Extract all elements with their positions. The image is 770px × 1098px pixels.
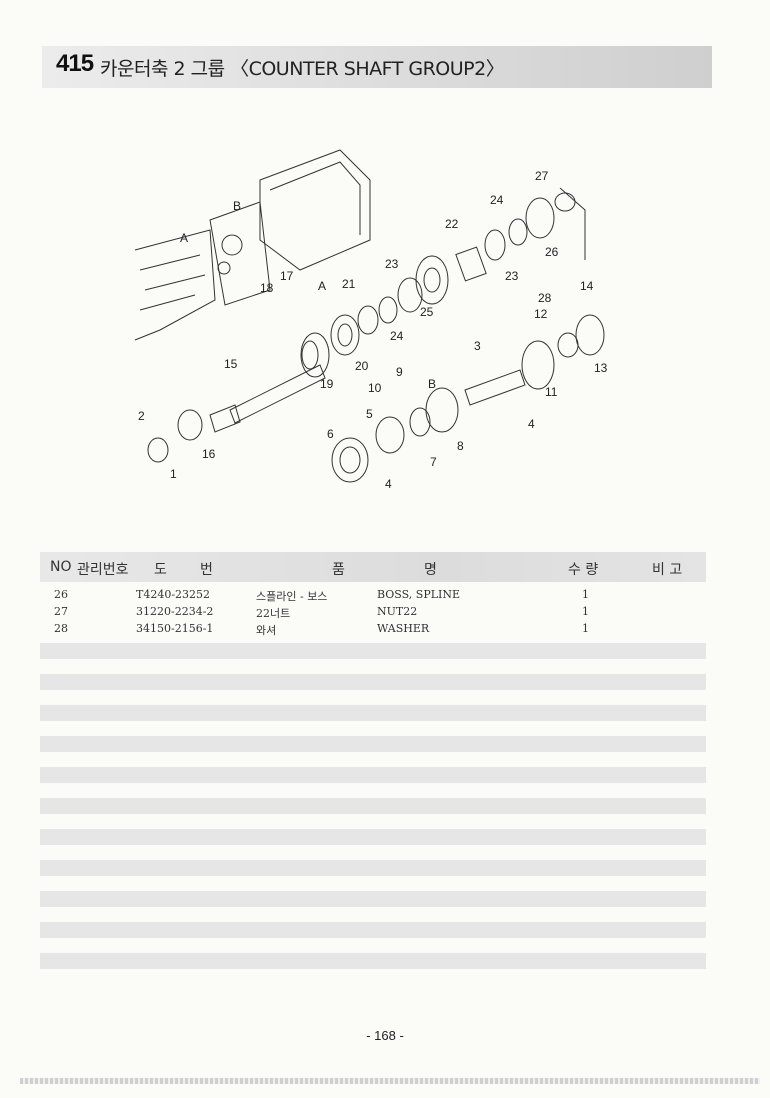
cell-no: 27 <box>54 605 68 618</box>
col-remarks: 비 고 <box>652 562 683 578</box>
cell-qty: 1 <box>582 588 589 601</box>
svg-text:9: 9 <box>396 365 403 379</box>
svg-text:17: 17 <box>280 269 294 283</box>
empty-row <box>40 767 706 783</box>
svg-text:8: 8 <box>457 439 464 453</box>
empty-row <box>40 643 706 659</box>
col-drawing-1: 도 <box>154 562 167 578</box>
cell-qty: 1 <box>582 622 589 635</box>
svg-text:16: 16 <box>202 447 216 461</box>
cell-name-en: BOSS, SPLINE <box>377 588 461 601</box>
svg-text:A: A <box>180 231 188 245</box>
cell-name-kr: 22너트 <box>256 607 291 620</box>
upper-parts <box>330 187 586 356</box>
cell-no: 28 <box>54 622 68 635</box>
cell-name-kr: 와셔 <box>256 624 277 637</box>
svg-text:11: 11 <box>545 385 558 399</box>
cell-name-kr: 스플라인 - 보스 <box>256 590 328 603</box>
empty-row <box>40 860 706 876</box>
cell-name-en: NUT22 <box>377 605 418 618</box>
page-title: 카운터축 2 그룹 〈COUNTER SHAFT GROUP2〉 <box>100 58 505 80</box>
svg-text:15: 15 <box>224 357 238 371</box>
scan-edge <box>20 1078 760 1084</box>
svg-text:2: 2 <box>138 409 145 423</box>
cell-drawing: 31220-2234-2 <box>136 605 214 618</box>
table-header: NO 관리번호 도 번 품 명 수 량 비 고 <box>40 552 706 582</box>
cell-no: 26 <box>54 588 68 601</box>
col-mgmt-no: 관리번호 <box>77 562 129 578</box>
svg-text:B: B <box>233 199 241 213</box>
exploded-parts-diagram: 27 24 22 26 23 23 21 17 18 A B A 28 14 1… <box>134 149 608 491</box>
cell-qty: 1 <box>582 605 589 618</box>
col-part-name-1: 품 <box>332 562 345 578</box>
cell-name-en: WASHER <box>377 622 430 635</box>
svg-text:B: B <box>428 377 436 391</box>
svg-text:28: 28 <box>538 291 552 305</box>
svg-text:14: 14 <box>580 279 594 293</box>
svg-text:23: 23 <box>505 269 519 283</box>
svg-text:1: 1 <box>170 467 177 481</box>
col-qty: 수 량 <box>568 562 599 578</box>
svg-text:10: 10 <box>368 381 382 395</box>
empty-row <box>40 736 706 752</box>
svg-text:23: 23 <box>385 257 399 271</box>
svg-text:6: 6 <box>327 427 334 441</box>
svg-text:26: 26 <box>545 245 559 259</box>
lower-parts <box>147 314 605 483</box>
svg-text:27: 27 <box>535 169 549 183</box>
table-row: 26 T4240-23252 스플라인 - 보스 BOSS, SPLINE 1 <box>40 586 706 603</box>
svg-text:20: 20 <box>355 359 369 373</box>
empty-row <box>40 829 706 845</box>
svg-text:4: 4 <box>385 477 392 491</box>
col-drawing-2: 번 <box>200 562 213 578</box>
svg-text:25: 25 <box>420 305 434 319</box>
empty-row <box>40 922 706 938</box>
group-number: 415 <box>56 50 94 77</box>
svg-text:18: 18 <box>260 281 274 295</box>
empty-row <box>40 798 706 814</box>
col-no: NO <box>50 559 72 575</box>
svg-text:4: 4 <box>528 417 535 431</box>
table-row: 27 31220-2234-2 22너트 NUT22 1 <box>40 603 706 620</box>
svg-text:5: 5 <box>366 407 373 421</box>
empty-row <box>40 953 706 969</box>
svg-text:21: 21 <box>342 277 356 291</box>
empty-row <box>40 705 706 721</box>
svg-text:13: 13 <box>594 361 608 375</box>
counter-shaft <box>209 332 330 433</box>
header-bar <box>42 46 712 88</box>
svg-text:24: 24 <box>490 193 504 207</box>
svg-text:7: 7 <box>430 455 437 469</box>
svg-text:22: 22 <box>445 217 459 231</box>
svg-text:A: A <box>318 279 326 293</box>
callout-labels: 27 24 22 26 23 23 21 17 18 A B A 28 14 1… <box>138 169 608 491</box>
parts-table: NO 관리번호 도 번 품 명 수 량 비 고 26 T4240-23252 스… <box>40 552 706 969</box>
svg-text:19: 19 <box>320 377 334 391</box>
svg-text:12: 12 <box>534 307 548 321</box>
empty-row <box>40 674 706 690</box>
transmission-housing <box>134 149 371 341</box>
empty-row <box>40 891 706 907</box>
cell-drawing: 34150-2156-1 <box>136 622 214 635</box>
svg-text:24: 24 <box>390 329 404 343</box>
cell-drawing: T4240-23252 <box>136 588 211 601</box>
page-number: - 168 - <box>366 1028 404 1043</box>
col-part-name-2: 명 <box>424 562 437 578</box>
svg-text:3: 3 <box>474 339 481 353</box>
table-row: 28 34150-2156-1 와셔 WASHER 1 <box>40 620 706 637</box>
